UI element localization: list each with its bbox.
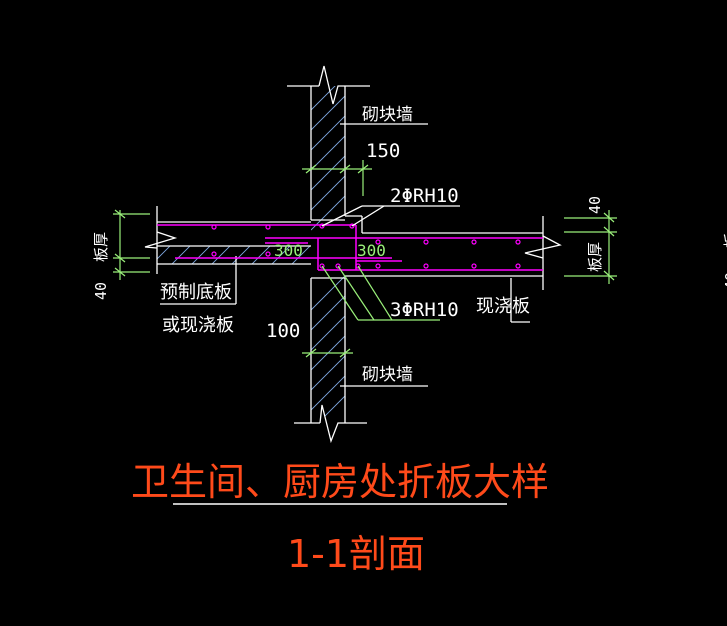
bottom-rebar-leader xyxy=(321,265,440,321)
right-anchor-dimension: 300 xyxy=(357,241,386,260)
dimension-lines xyxy=(113,160,617,358)
wall-label-bottom: 砌块墙 xyxy=(362,365,413,385)
right-edge-dimension-fragment: 40 xyxy=(722,272,727,290)
drawing-subtitle: 1-1剖面 xyxy=(287,532,425,576)
top-rebar-label: 2ΦRH10 xyxy=(390,185,459,207)
wall-width-lower-dimension: 100 xyxy=(266,320,300,342)
right-step-dimension: 40 xyxy=(586,196,604,214)
drawing-title: 卫生间、厨房处折板大样 xyxy=(131,460,549,504)
left-slab-label-line1: 预制底板 xyxy=(160,282,232,303)
wall-label-top: 砌块墙 xyxy=(362,105,413,125)
right-slab-label: 现浇板 xyxy=(476,296,530,317)
right-edge-label-fragment: 板 xyxy=(722,233,727,248)
wall-outline xyxy=(287,65,428,444)
right-thickness-label: 板厚 xyxy=(586,242,604,272)
rebar-dots xyxy=(211,223,521,269)
bottom-rebar-label: 3ΦRH10 xyxy=(390,299,459,321)
wall-width-dimension: 150 xyxy=(366,140,400,162)
rebar xyxy=(157,224,543,271)
left-slab-label-line2: 或现浇板 xyxy=(162,315,234,336)
right-slab xyxy=(311,215,562,323)
left-thickness-label: 板厚 xyxy=(92,232,110,262)
left-slab xyxy=(144,206,311,305)
wall-hatch xyxy=(311,86,345,416)
top-rebar-leader xyxy=(321,205,460,227)
left-anchor-dimension: 300 xyxy=(274,241,303,260)
left-step-dimension: 40 xyxy=(92,282,110,300)
